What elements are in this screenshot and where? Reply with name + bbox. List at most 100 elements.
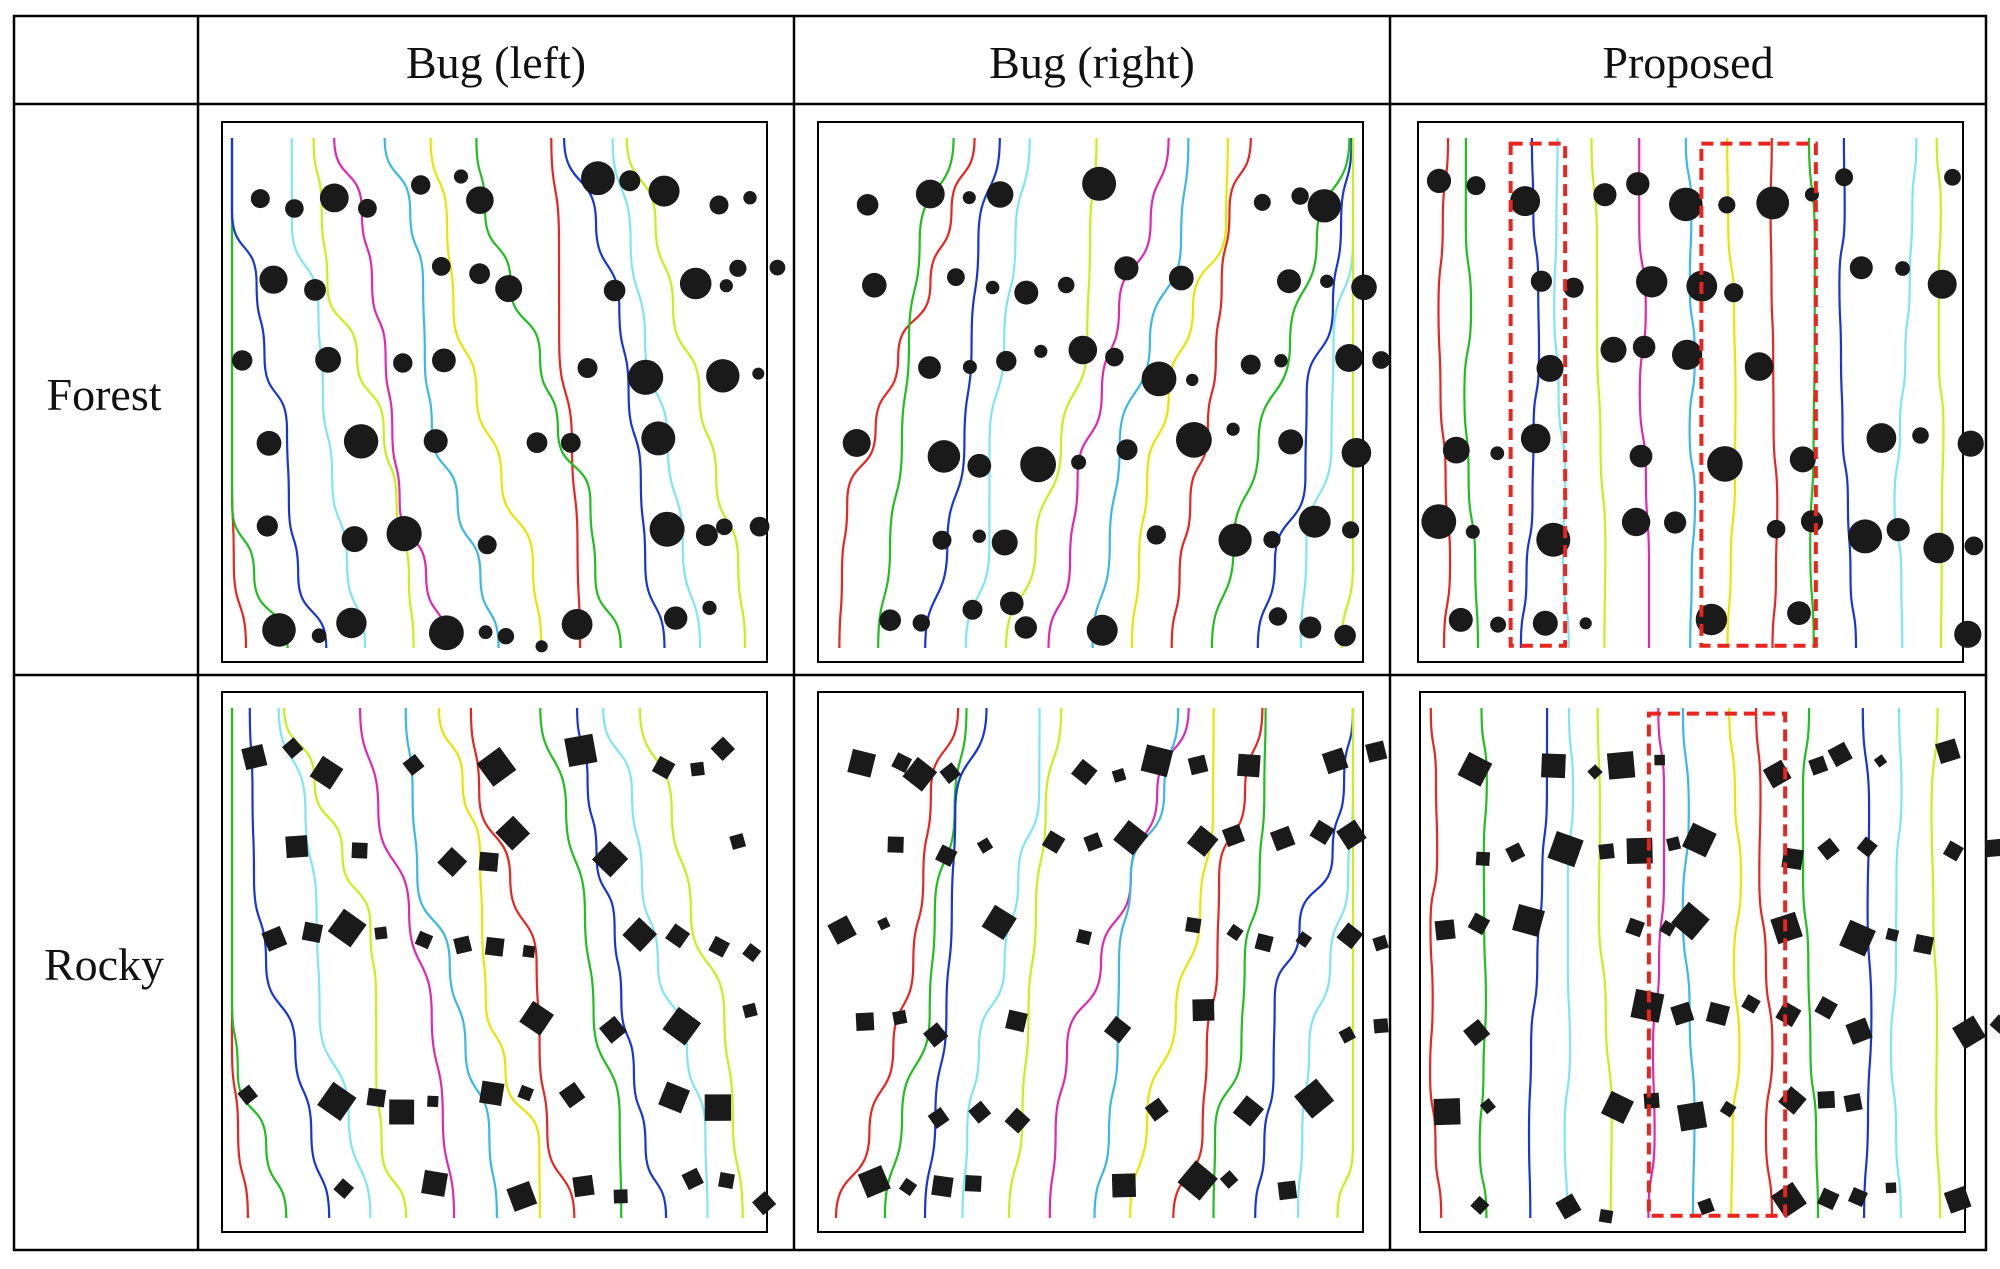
tree-obstacle: [560, 432, 581, 453]
rock-obstacle: [939, 762, 962, 784]
tree-obstacle: [702, 600, 717, 616]
column-header-bug-right: Bug (right): [989, 37, 1195, 88]
rock-obstacle: [1269, 825, 1296, 852]
rock-obstacle: [1762, 759, 1792, 789]
rock-obstacle: [968, 1100, 992, 1124]
tree-obstacle: [1146, 525, 1167, 545]
tree-obstacle: [967, 453, 992, 478]
tree-obstacle: [1835, 168, 1854, 187]
tree-obstacle: [432, 348, 456, 373]
rock-obstacle: [261, 925, 288, 952]
tree-obstacle: [256, 515, 278, 537]
tree-obstacle: [1490, 616, 1507, 633]
rock-obstacle: [421, 1169, 449, 1197]
rock-obstacle: [1111, 768, 1127, 783]
rock-obstacle: [1294, 1078, 1335, 1119]
rock-obstacle: [414, 930, 434, 950]
tree-obstacle: [1263, 531, 1281, 549]
tree-obstacle: [1636, 266, 1668, 298]
robot-path: [283, 707, 408, 1219]
tree-obstacle: [1268, 607, 1288, 626]
tree-obstacle: [1490, 446, 1505, 461]
tree-obstacle: [1923, 532, 1954, 564]
rock-obstacle: [1071, 758, 1098, 786]
tree-obstacle: [466, 186, 494, 214]
robot-path: [437, 707, 541, 1219]
tree-obstacle: [1669, 187, 1703, 222]
tree-obstacle: [1086, 614, 1118, 646]
rock-obstacle: [1177, 1160, 1218, 1201]
rock-obstacle: [718, 1172, 735, 1189]
rock-obstacle: [1309, 819, 1335, 846]
tree-obstacle: [1274, 354, 1288, 368]
tree-obstacle: [1372, 351, 1390, 369]
robot-path: [1437, 137, 1452, 649]
rock-obstacle: [1989, 1014, 2000, 1035]
rock-obstacle: [1626, 837, 1653, 865]
rock-obstacle: [1113, 819, 1149, 856]
rock-obstacle: [1843, 1093, 1863, 1113]
tree-obstacle: [577, 358, 598, 378]
rock-obstacle: [1226, 923, 1244, 942]
rock-obstacle: [855, 1012, 875, 1032]
rock-obstacle: [927, 1106, 950, 1129]
tree-obstacle: [285, 199, 304, 218]
tree-obstacle: [1579, 617, 1592, 630]
rock-obstacle: [484, 936, 505, 957]
tree-obstacle: [477, 535, 497, 555]
tree-obstacle: [1766, 519, 1786, 539]
robot-path: [961, 707, 1041, 1219]
robot-path: [475, 137, 622, 649]
rock-obstacle: [1817, 1090, 1836, 1109]
rock-obstacle: [1943, 1185, 1972, 1214]
rock-obstacle: [301, 921, 324, 943]
robot-path: [1172, 707, 1264, 1219]
tree-obstacle: [429, 615, 464, 651]
rock-obstacle: [317, 1081, 357, 1122]
tree-obstacle: [1218, 523, 1252, 557]
rock-obstacle: [1083, 832, 1103, 852]
rock-obstacle: [1541, 753, 1566, 779]
rock-obstacle: [1885, 927, 1900, 942]
tree-obstacle: [706, 359, 740, 393]
tree-obstacle: [1335, 344, 1364, 372]
robot-path: [1681, 707, 1696, 1219]
robot-path: [1563, 707, 1575, 1219]
tree-obstacle: [603, 279, 626, 302]
rock-obstacle: [690, 761, 705, 777]
tree-obstacle: [1954, 620, 1982, 648]
tree-obstacle: [716, 518, 733, 536]
rock-obstacle: [519, 1000, 554, 1036]
robot-path: [576, 707, 668, 1219]
rock-obstacle: [1942, 840, 1964, 862]
rock-obstacle: [729, 833, 747, 850]
robot-path: [550, 137, 582, 649]
rock-obstacle: [366, 1087, 387, 1108]
tree-obstacle: [1848, 519, 1883, 554]
tree-obstacle: [962, 191, 976, 205]
tree-obstacle: [453, 169, 469, 184]
rock-obstacle: [1041, 830, 1066, 854]
rock-obstacle: [1913, 934, 1935, 955]
robot-path: [1553, 137, 1570, 649]
rock-obstacle: [1470, 1195, 1490, 1215]
panel-rocky-proposed: [1419, 691, 2000, 1233]
rock-obstacle: [1775, 1000, 1802, 1028]
robot-path: [611, 137, 702, 649]
rock-obstacle: [1770, 1181, 1807, 1218]
rock-obstacle: [1839, 919, 1876, 957]
rock-obstacle: [877, 916, 891, 931]
tree-obstacle: [1520, 423, 1551, 454]
tree-obstacle: [991, 529, 1018, 556]
tree-obstacle: [927, 440, 961, 473]
tree-obstacle: [1629, 444, 1653, 468]
rock-obstacle: [708, 935, 731, 958]
tree-obstacle: [526, 432, 548, 453]
tree-obstacle: [1278, 429, 1304, 455]
rock-obstacle: [935, 844, 958, 867]
rock-obstacle: [1984, 838, 2000, 858]
tree-obstacle: [1014, 616, 1037, 639]
rock-obstacle: [752, 1191, 777, 1216]
tree-obstacle: [1291, 187, 1309, 205]
rock-obstacle: [237, 1084, 259, 1106]
